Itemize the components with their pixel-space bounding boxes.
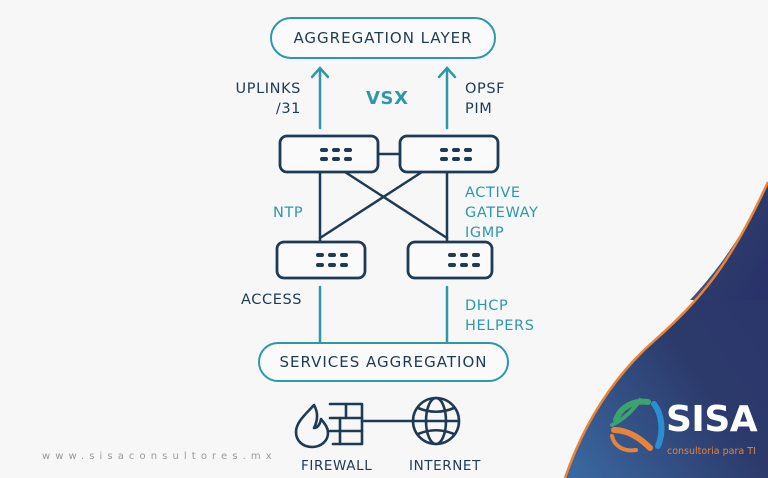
helpers-line: HELPERS [465, 318, 535, 334]
cross-link-2 [318, 170, 424, 240]
uplinks-label: UPLINKS /31 [233, 79, 301, 119]
uplinks-line-2: /31 [275, 101, 301, 117]
aggregation-layer-box[interactable]: AGGREGATION LAYER [270, 17, 496, 59]
sisa-logo-icon [610, 398, 665, 453]
pim-line: PIM [465, 101, 493, 117]
dhcp-helpers-label: DHCP HELPERS [465, 296, 535, 336]
services-aggregation-label: SERVICES AGGREGATION [279, 353, 488, 371]
igmp-line: IGMP [465, 225, 505, 241]
uplinks-line-1: UPLINKS [235, 81, 301, 97]
internet-label: INTERNET [409, 458, 481, 474]
firewall-icon[interactable] [294, 402, 364, 449]
opsf-pim-label: OPSF PIM [465, 79, 505, 119]
arrow-head-left [310, 66, 330, 79]
arrow-head-right [437, 66, 457, 79]
dhcp-line: DHCP [465, 298, 509, 314]
access-label: ACCESS [241, 292, 303, 308]
brand-name: SISA [666, 399, 758, 440]
globe-icon[interactable] [411, 396, 461, 446]
corner-orange-edge [563, 181, 768, 478]
ntp-label: NTP [273, 205, 304, 221]
active-line: ACTIVE [465, 185, 521, 201]
cross-link-1 [343, 170, 449, 240]
aggregation-layer-label: AGGREGATION LAYER [293, 29, 473, 47]
switch-port-icons [316, 148, 480, 267]
brand-tagline: consultoria para TI [667, 446, 756, 457]
core-switch-left[interactable] [278, 134, 380, 174]
core-switch-right[interactable] [398, 134, 500, 174]
access-switch-left[interactable] [275, 240, 367, 280]
vsx-label: VSX [366, 88, 409, 109]
active-gateway-igmp-label: ACTIVE GATEWAY IGMP [465, 183, 538, 243]
gateway-line: GATEWAY [465, 205, 539, 221]
services-aggregation-box[interactable]: SERVICES AGGREGATION [258, 342, 509, 382]
access-switch-right[interactable] [406, 240, 494, 280]
firewall-label: FIREWALL [301, 458, 373, 474]
opsf-line: OPSF [465, 81, 506, 97]
website-link[interactable]: www.sisaconsultores.mx [42, 451, 277, 462]
corner-fill-top [690, 182, 768, 300]
